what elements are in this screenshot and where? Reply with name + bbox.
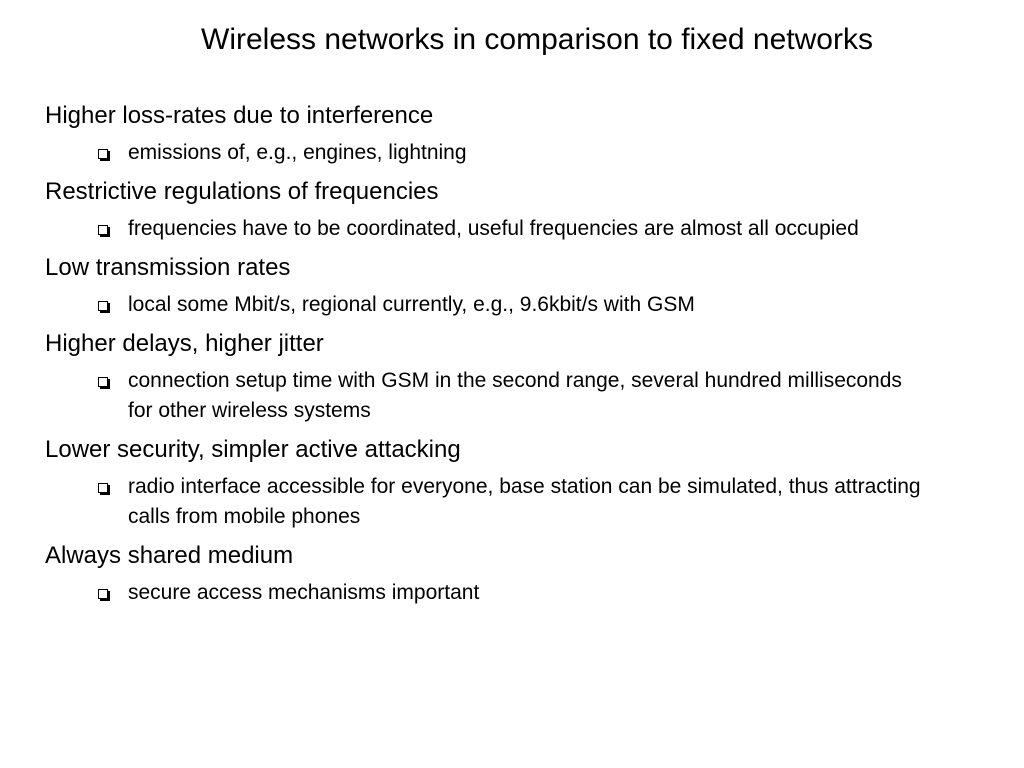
- bullet-point: Restrictive regulations of frequencies f…: [45, 176, 985, 244]
- bullet-point-text: Low transmission rates: [45, 254, 291, 281]
- hollow-square-bullet-icon: [98, 225, 108, 235]
- bullet-point-text: Lower security, simpler active attacking: [45, 436, 461, 463]
- bullet-point: Higher delays, higher jitter connection …: [45, 328, 985, 426]
- sub-bullet: radio interface accessible for everyone,…: [45, 472, 928, 532]
- bullet-point-text: Higher delays, higher jitter: [45, 330, 324, 357]
- bullet-point-text: Restrictive regulations of frequencies: [45, 178, 439, 205]
- sub-bullet: secure access mechanisms important: [45, 578, 928, 608]
- bullet-point: Low transmission rates local some Mbit/s…: [45, 252, 985, 320]
- sub-bullet-text: radio interface accessible for everyone,…: [128, 475, 921, 528]
- bullet-point: Higher loss-rates due to interference em…: [45, 100, 985, 168]
- bullet-point: Always shared medium secure access mecha…: [45, 540, 985, 608]
- hollow-square-bullet-icon: [98, 149, 108, 159]
- sub-bullet-text: local some Mbit/s, regional currently, e…: [128, 293, 695, 316]
- sub-bullet: connection setup time with GSM in the se…: [45, 366, 928, 426]
- slide-title: Wireless networks in comparison to fixed…: [201, 23, 873, 56]
- bullet-point: Lower security, simpler active attacking…: [45, 434, 985, 532]
- hollow-square-bullet-icon: [98, 483, 108, 493]
- sub-bullet: local some Mbit/s, regional currently, e…: [45, 290, 928, 320]
- sub-bullet-text: secure access mechanisms important: [128, 581, 480, 604]
- sub-bullet: emissions of, e.g., engines, lightning: [45, 138, 928, 168]
- hollow-square-bullet-icon: [98, 377, 108, 387]
- sub-bullet-text: emissions of, e.g., engines, lightning: [128, 141, 467, 164]
- bullet-point-text: Always shared medium: [45, 542, 294, 569]
- sub-bullet: frequencies have to be coordinated, usef…: [45, 214, 928, 244]
- sub-bullet-text: frequencies have to be coordinated, usef…: [128, 217, 859, 240]
- sub-bullet-text: connection setup time with GSM in the se…: [128, 369, 902, 422]
- hollow-square-bullet-icon: [98, 589, 108, 599]
- bullet-list: Higher loss-rates due to interference em…: [45, 100, 985, 616]
- bullet-point-text: Higher loss-rates due to interference: [45, 102, 434, 129]
- hollow-square-bullet-icon: [98, 301, 108, 311]
